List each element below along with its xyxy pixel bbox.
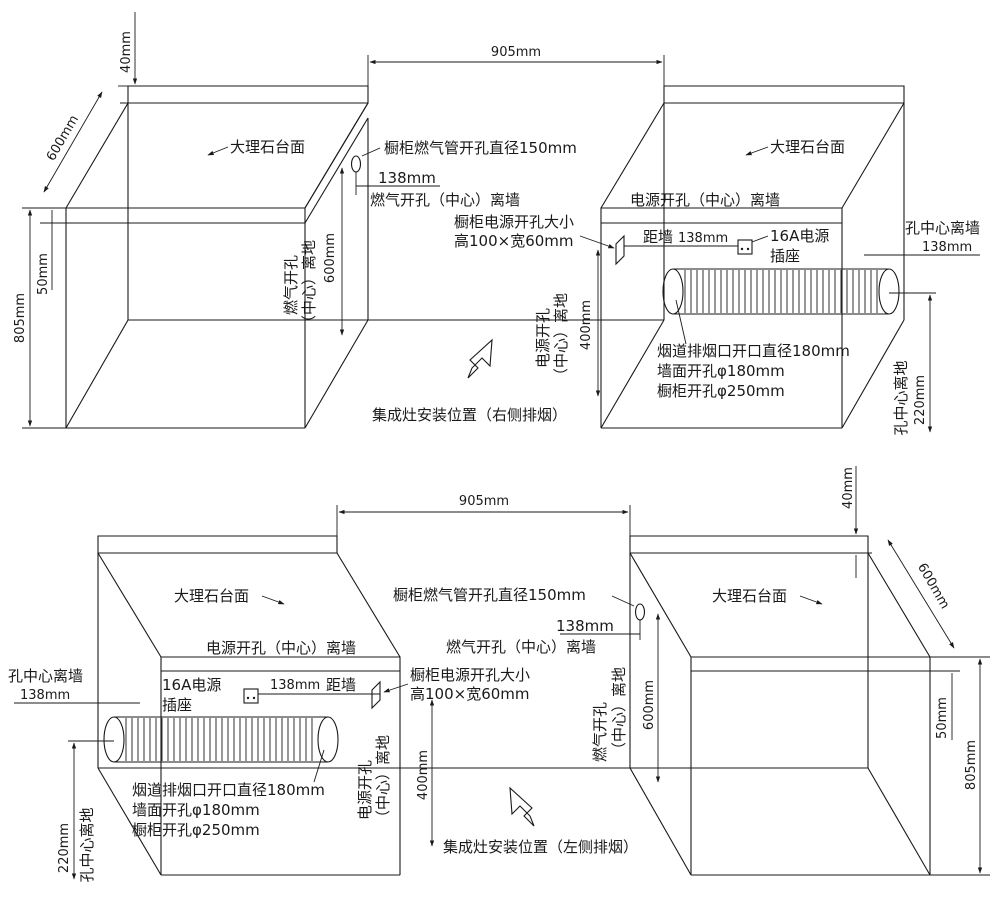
bottom-left-cabinet xyxy=(97,535,401,876)
top-power-hole-2: 高100×宽60mm xyxy=(454,232,574,250)
bottom-hole-wall-label: 孔中心离墙 xyxy=(8,667,83,685)
bottom-power-hole-2: 高100×宽60mm xyxy=(410,685,530,703)
top-position-arrow xyxy=(467,338,493,379)
top-power-wall-label: 电源开孔（中心）离墙 xyxy=(630,191,780,209)
top-power-hole-1: 橱柜电源开孔大小 xyxy=(454,213,574,231)
bottom-gas-hole xyxy=(634,603,646,621)
top-gas-floor-label-1: 燃气开孔 xyxy=(282,255,300,315)
top-flue-3: 橱柜开孔φ250mm xyxy=(657,382,785,400)
top-flue-duct xyxy=(662,268,900,315)
bottom-depth-dimension xyxy=(887,539,955,649)
bottom-power-wall-dist: 138mm xyxy=(270,678,320,693)
top-depth-label: 600mm xyxy=(44,113,82,164)
top-gas-floor-value: 600mm xyxy=(323,233,338,283)
bottom-gas-floor-label-2: （中心）离地 xyxy=(610,667,628,757)
top-socket-2: 插座 xyxy=(770,247,800,265)
bottom-width-label: 905mm xyxy=(459,494,509,509)
bottom-power-floor-value: 400mm xyxy=(416,750,431,800)
top-depth-dimension xyxy=(43,91,103,193)
bottom-gas-hole-label: 橱柜燃气管开孔直径150mm xyxy=(393,586,586,604)
bottom-flue-3: 橱柜开孔φ250mm xyxy=(132,821,260,839)
top-dist-prefix: 距墙 xyxy=(643,228,673,246)
top-thickness-label: 40mm xyxy=(119,31,134,73)
top-power-wall-dist: 138mm xyxy=(678,231,728,246)
top-hole-wall-value: 138mm xyxy=(922,240,972,255)
top-marble-left: 大理石台面 xyxy=(230,138,305,156)
top-power-floor-label-1: 电源开孔 xyxy=(534,308,552,368)
top-diagram: 905mm 40mm 600mm 50mm 805mm 大理石台面 大理石台面 … xyxy=(13,12,980,436)
bottom-position-arrow xyxy=(509,786,535,827)
bottom-power-hole-1: 橱柜电源开孔大小 xyxy=(410,666,530,684)
bottom-socket xyxy=(243,688,259,704)
top-hole-floor-label: 孔中心离地 xyxy=(892,360,910,435)
bottom-gap-label: 50mm xyxy=(935,697,950,739)
bottom-power-floor-label-1: 电源开孔 xyxy=(356,760,374,820)
bottom-marble-right: 大理石台面 xyxy=(712,587,787,605)
bottom-diagram: 905mm 40mm 600mm 50mm 805mm 大理石台面 大理石台面 … xyxy=(8,466,990,883)
bottom-marble-left: 大理石台面 xyxy=(174,587,249,605)
bottom-depth-label: 600mm xyxy=(914,561,952,612)
bottom-dist-prefix: 距墙 xyxy=(326,676,356,694)
top-right-cabinet xyxy=(600,85,905,429)
bottom-gas-floor-value: 600mm xyxy=(642,680,657,730)
top-gas-wall-dist: 138mm xyxy=(378,169,436,187)
top-hole-floor-value: 220mm xyxy=(913,375,928,425)
bottom-flue-duct xyxy=(103,716,339,763)
top-socket-1: 16A电源 xyxy=(770,227,829,245)
top-height-label: 805mm xyxy=(13,293,28,343)
bottom-power-floor-label-2: （中心）离地 xyxy=(374,735,392,825)
bottom-socket-1: 16A电源 xyxy=(162,676,221,694)
top-socket xyxy=(737,239,753,255)
top-caption: 集成灶安装位置（右侧排烟） xyxy=(372,406,567,424)
top-hole-wall-label: 孔中心离墙 xyxy=(905,219,980,237)
bottom-hole-floor-value: 220mm xyxy=(57,823,72,873)
top-marble-right: 大理石台面 xyxy=(770,138,845,156)
top-power-floor-label-2: （中心）离地 xyxy=(552,293,570,383)
top-width-label: 905mm xyxy=(491,45,541,60)
bottom-caption: 集成灶安装位置（左侧排烟） xyxy=(443,838,638,856)
bottom-power-wall-label: 电源开孔（中心）离墙 xyxy=(206,639,356,657)
bottom-hole-floor-label: 孔中心离地 xyxy=(78,807,96,882)
bottom-thickness-label: 40mm xyxy=(841,467,856,509)
bottom-gas-wall-dist: 138mm xyxy=(556,617,614,635)
top-gap-label: 50mm xyxy=(36,253,51,295)
top-gas-hole xyxy=(350,155,362,173)
bottom-socket-2: 插座 xyxy=(162,696,192,714)
top-power-hole xyxy=(615,234,625,266)
bottom-gas-floor-label-1: 燃气开孔 xyxy=(591,702,609,762)
top-gas-hole-label: 橱柜燃气管开孔直径150mm xyxy=(384,139,577,157)
bottom-flue-1: 烟道排烟口开口直径180mm xyxy=(132,781,325,799)
bottom-hole-wall-value: 138mm xyxy=(20,688,70,703)
top-left-cabinet xyxy=(65,85,369,429)
bottom-power-hole xyxy=(371,680,381,710)
top-flue-1: 烟道排烟口开口直径180mm xyxy=(657,342,850,360)
top-gas-wall-label: 燃气开孔（中心）离墙 xyxy=(370,191,520,209)
top-flue-2: 墙面开孔φ180mm xyxy=(657,362,785,380)
bottom-flue-2: 墙面开孔φ180mm xyxy=(132,801,260,819)
top-gas-floor-label-2: （中心）离地 xyxy=(300,240,318,330)
bottom-height-label: 805mm xyxy=(964,740,979,790)
top-power-floor-value: 400mm xyxy=(579,300,594,350)
bottom-gas-wall-label: 燃气开孔（中心）离墙 xyxy=(446,638,596,656)
